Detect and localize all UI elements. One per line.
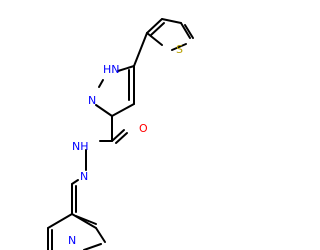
pyrazole-nh-label: HN <box>103 63 120 76</box>
thiophene-pyrazole-bond <box>133 32 148 67</box>
pyrazole-ring <box>95 65 135 117</box>
molecule-svg: S HN N O NH N N <box>47 18 194 250</box>
imine-n-label: N <box>80 170 88 183</box>
pyrazole-n-label: N <box>88 94 96 107</box>
sulfur-atom-label: S <box>176 43 183 56</box>
oxygen-atom-label: O <box>139 122 148 135</box>
pyridine-ring <box>47 213 106 250</box>
hydrazide-nh-label: NH <box>72 140 89 153</box>
hydrazide-chain <box>71 115 128 215</box>
thiophene-ring <box>146 18 194 51</box>
structure-diagram: S HN N O NH N N <box>47 18 194 250</box>
pyridine-n-label: N <box>68 234 76 247</box>
